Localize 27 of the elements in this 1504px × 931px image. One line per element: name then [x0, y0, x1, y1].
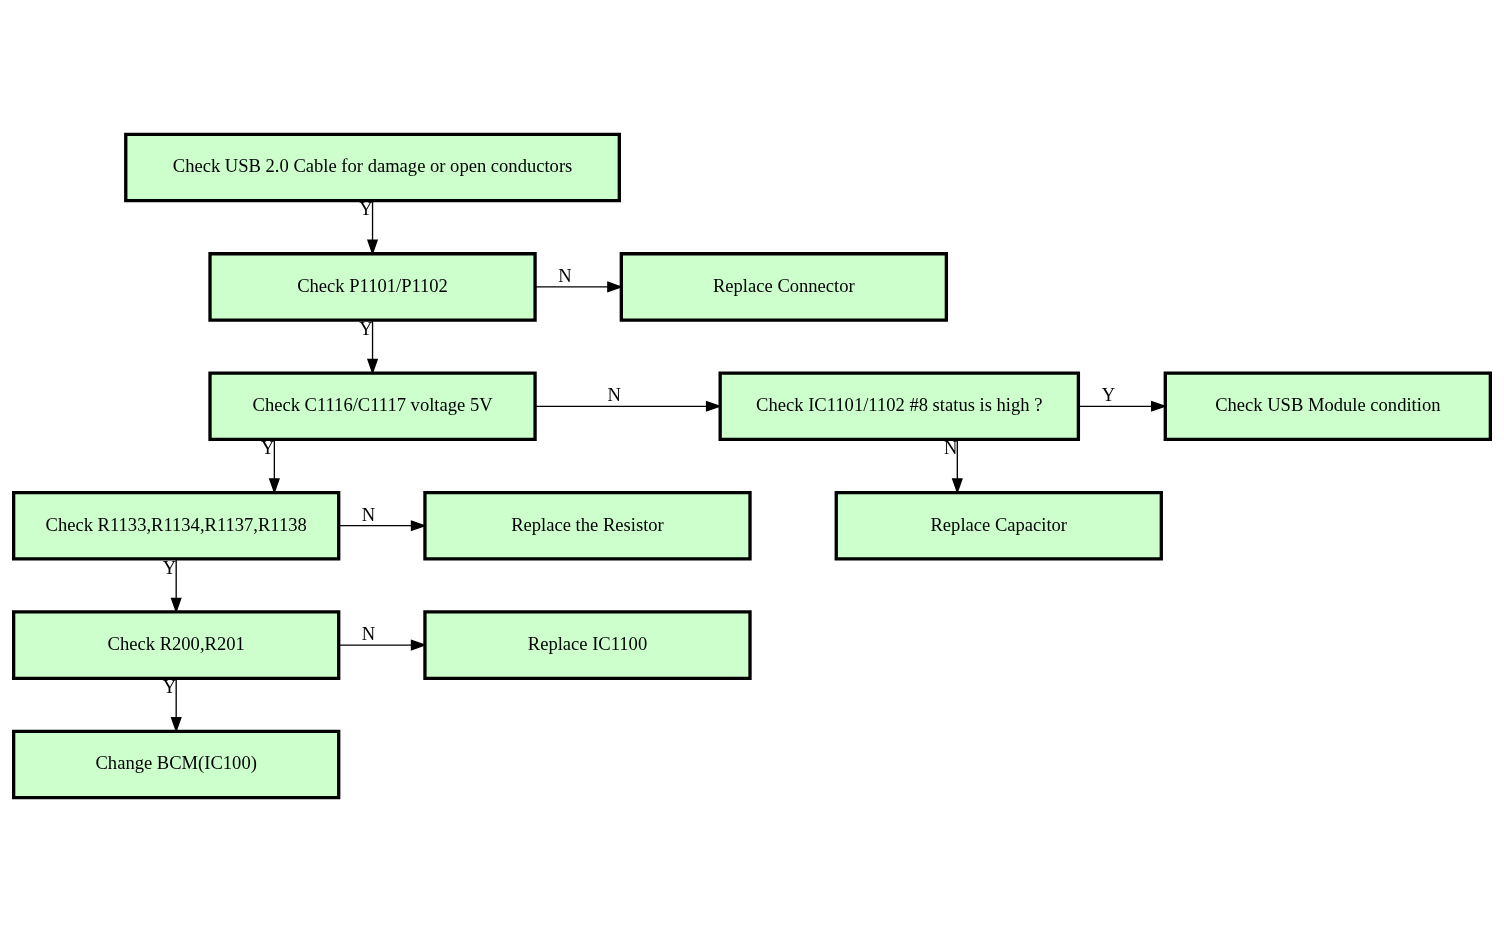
- node-box: Check R1133,R1134,R1137,R1138: [12, 490, 341, 561]
- node-box: Replace Capacitor: [834, 490, 1163, 561]
- edge-label: N: [607, 383, 621, 405]
- node-box: Check IC1101/1102 #8 status is high ?: [718, 370, 1081, 441]
- node-box: Replace Connector: [619, 251, 949, 322]
- node-box: Change BCM(IC100): [12, 729, 341, 799]
- edge-label: N: [558, 264, 572, 286]
- arrow: [338, 519, 427, 531]
- edge-label: N: [361, 622, 376, 644]
- arrow: [366, 319, 379, 375]
- node-box: Check C1116/C1117 voltage 5V: [208, 370, 537, 441]
- arrow: [170, 557, 182, 614]
- arrow: [338, 639, 427, 651]
- arrow: [268, 438, 280, 494]
- edge-label: N: [361, 503, 376, 525]
- node-box: Check R200,R201: [12, 609, 341, 680]
- arrow: [951, 438, 963, 494]
- edge-label: Y: [1101, 383, 1116, 405]
- node-box: Check USB 2.0 Cable for damage or open conductors: [124, 132, 621, 202]
- node-box: Replace the Resistor: [423, 490, 752, 561]
- arrow: [170, 677, 182, 733]
- arrow: [534, 400, 722, 412]
- node-box: Replace IC1100: [423, 609, 752, 680]
- arrow: [366, 199, 379, 255]
- node-box: Check USB Module condition: [1163, 370, 1492, 441]
- node-box: Check P1101/P1102: [208, 251, 537, 322]
- arrow: [1077, 400, 1167, 412]
